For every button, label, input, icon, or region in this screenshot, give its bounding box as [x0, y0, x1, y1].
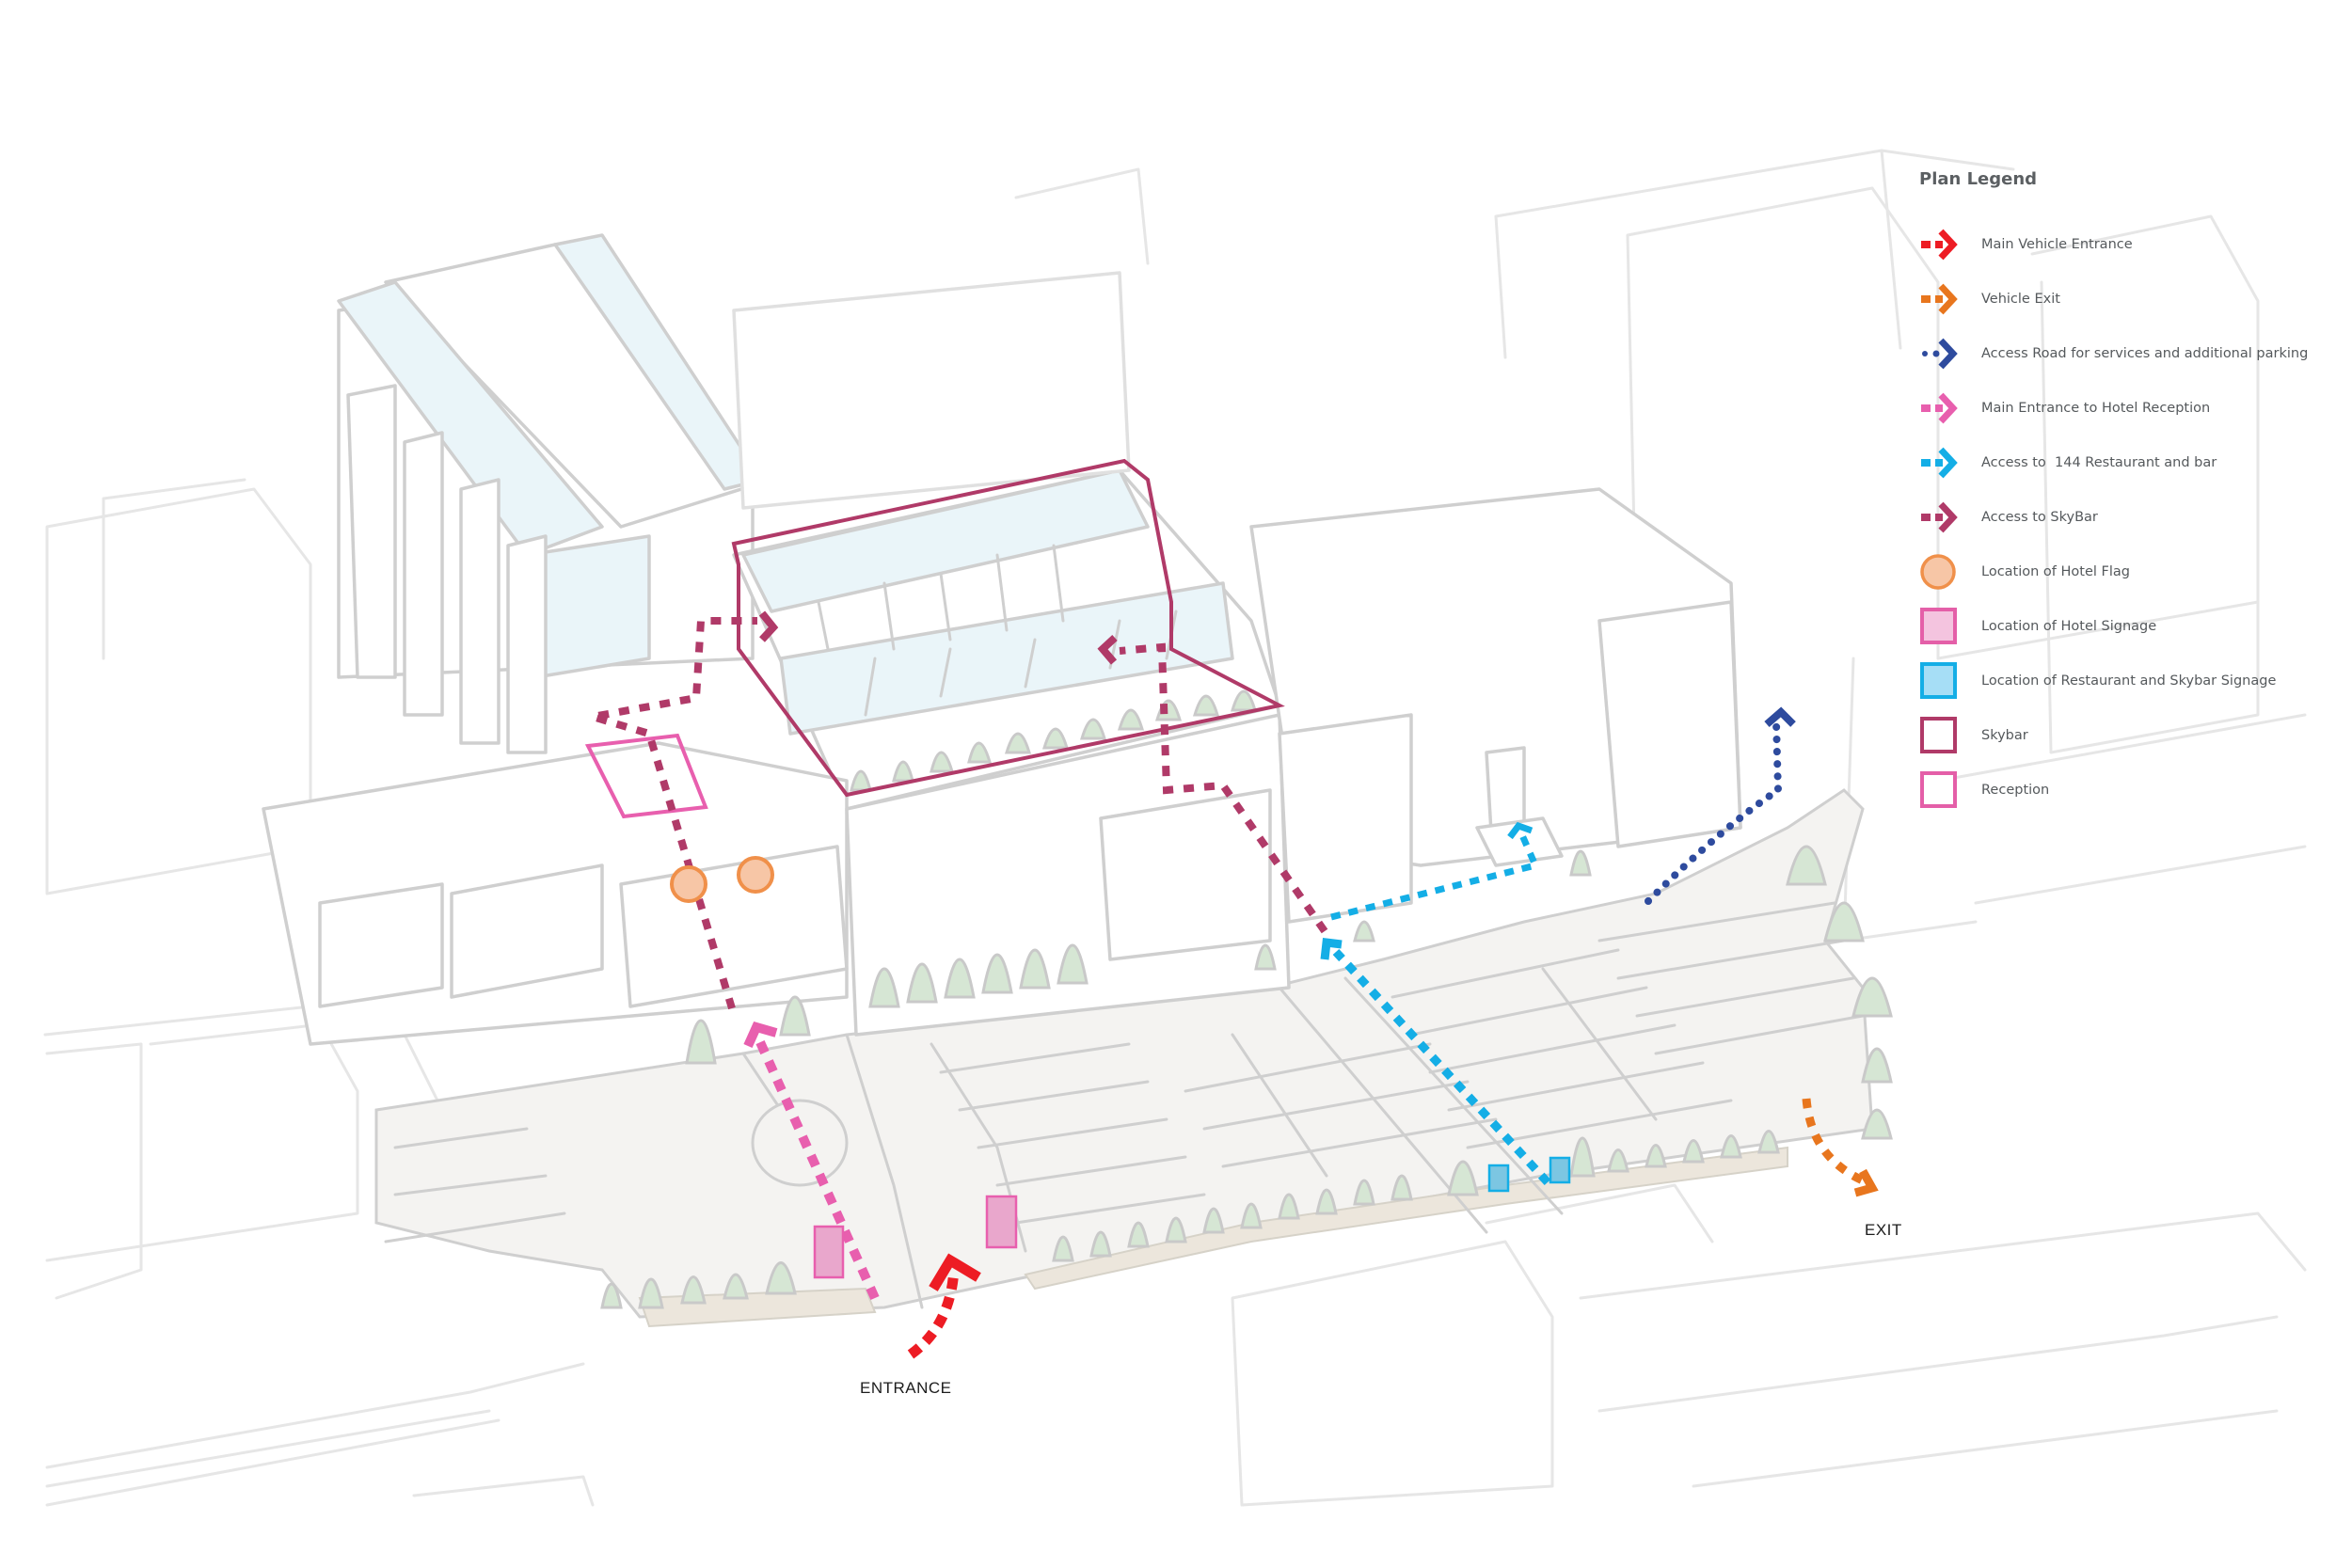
legend-title: Plan Legend	[1919, 169, 2038, 189]
hotel-reception-path	[755, 1039, 880, 1301]
dashed-arrow-icon	[1919, 226, 1961, 263]
skybar-right-arrowhead	[1097, 635, 1118, 665]
legend-item: Location of Hotel Signage	[1919, 599, 2333, 654]
legend-item-label: Skybar	[1981, 728, 2028, 743]
restaurant-signage-marker	[1549, 1156, 1571, 1184]
dashed-arrow-icon	[1919, 444, 1961, 482]
vehicle-exit-arrowhead	[1853, 1168, 1879, 1197]
dotted-arrow-icon	[1919, 335, 1961, 372]
hotel-reception-arrowhead	[743, 1022, 778, 1049]
legend-item-label: Location of Restaurant and Skybar Signag…	[1981, 673, 2277, 689]
legend-item: Location of Hotel Flag	[1919, 545, 2333, 599]
skybar-planting	[850, 689, 1258, 792]
markers	[670, 856, 1571, 1279]
legend-item-label: Vehicle Exit	[1981, 292, 2060, 307]
route-paths	[591, 610, 1879, 1359]
entrance-label: ENTRANCE	[860, 1379, 952, 1397]
legend-item: Vehicle Exit	[1919, 272, 2333, 326]
legend-item: Main Vehicle Entrance	[1919, 217, 2333, 272]
skybar-access-path-left	[591, 617, 757, 1010]
main-vehicle-entrance-arrowhead	[929, 1253, 981, 1291]
hotel-flag-marker	[670, 865, 707, 903]
square-icon	[1919, 608, 1961, 645]
outline-square-icon	[1919, 717, 1961, 754]
dashed-arrow-icon	[1919, 280, 1961, 318]
restaurant-signage-marker	[1487, 1164, 1510, 1193]
skybar-outline	[731, 458, 1285, 798]
legend-item-label: Access to 144 Restaurant and bar	[1981, 455, 2217, 470]
service-access-path	[1645, 719, 1783, 905]
service-access-arrowhead	[1764, 706, 1796, 728]
parking-area	[374, 788, 1874, 1328]
legend-item: Main Entrance to Hotel Reception	[1919, 381, 2333, 436]
hotel-buildings	[262, 233, 1893, 1309]
legend-item: Reception	[1919, 763, 2333, 817]
legend-item-label: Location of Hotel Flag	[1981, 564, 2130, 579]
dashed-arrow-icon	[1919, 499, 1961, 536]
legend-item: Location of Restaurant and Skybar Signag…	[1919, 654, 2333, 708]
legend-item: Access to 144 Restaurant and bar	[1919, 436, 2333, 490]
restaurant-upper-access-path	[1330, 833, 1540, 921]
hotel-signage-marker	[985, 1195, 1018, 1249]
square-icon	[1919, 662, 1961, 700]
legend-item-label: Main Vehicle Entrance	[1981, 237, 2133, 252]
reception-outline	[584, 733, 708, 819]
legend-item: Access to SkyBar	[1919, 490, 2333, 545]
dashed-arrow-icon	[1919, 389, 1961, 427]
legend-item: Access Road for services and additional …	[1919, 326, 2333, 381]
skybar-access-path-right	[1119, 642, 1328, 934]
exit-label: EXIT	[1865, 1221, 1902, 1239]
main-vehicle-entrance-path	[907, 1269, 960, 1359]
legend-item-label: Reception	[1981, 783, 2050, 798]
skybar-left-arrowhead	[758, 610, 779, 642]
legend-item-label: Main Entrance to Hotel Reception	[1981, 401, 2211, 416]
parking-bays	[384, 901, 1865, 1309]
legend-item-label: Access to SkyBar	[1981, 510, 2098, 525]
legend-item: Skybar	[1919, 708, 2333, 763]
outline-square-icon	[1919, 771, 1961, 809]
restaurant-access-arrowhead	[1320, 937, 1343, 960]
legend-item-label: Location of Hotel Signage	[1981, 619, 2157, 634]
hotel-flag-marker	[737, 856, 774, 894]
circle-icon	[1919, 553, 1961, 591]
hotel-signage-marker	[813, 1225, 845, 1279]
context-buildings	[43, 149, 2307, 1507]
restaurant-upper-arrowhead	[1507, 821, 1534, 840]
legend-item-label: Access Road for services and additional …	[1981, 346, 2309, 361]
